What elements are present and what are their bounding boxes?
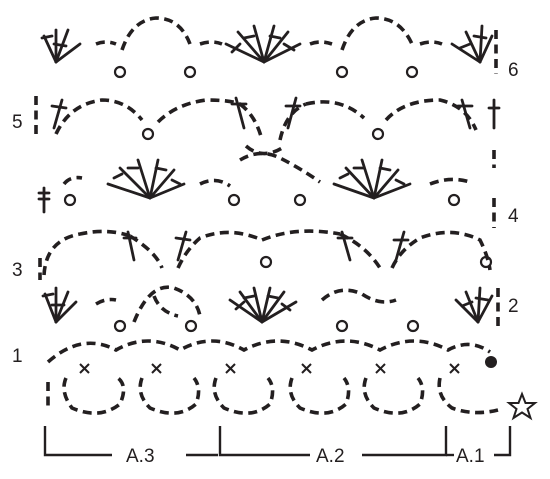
fan (228, 286, 298, 324)
slip-stitch (479, 255, 493, 269)
row-3 (38, 229, 493, 280)
slip-stitch (406, 319, 420, 333)
slip-stitch (141, 127, 155, 141)
repeat-label-a3: A.3 (126, 446, 155, 467)
repeat-label-a2: A.2 (316, 446, 345, 467)
treble-crochet (487, 98, 501, 130)
slip-stitch (259, 255, 273, 269)
slip-stitch (371, 127, 385, 141)
row-4 (37, 150, 496, 228)
repeat-bracket-a3: A.3 (43, 426, 218, 467)
fan (41, 286, 78, 324)
sc-cross (301, 363, 312, 374)
start-dot (485, 356, 497, 368)
repeat-bracket-a2: A.2 (218, 426, 448, 467)
sc-cross (225, 363, 236, 374)
row-label-1: 1 (12, 346, 23, 367)
fan (454, 286, 494, 324)
repeat-label-a1: A.1 (456, 446, 485, 467)
slip-stitch (293, 193, 307, 207)
sc-cross (151, 363, 162, 374)
row-6 (40, 16, 498, 79)
row-label-5: 5 (12, 112, 23, 133)
row-label-2: 2 (508, 296, 519, 317)
slip-stitch (113, 319, 127, 333)
fan (332, 158, 412, 200)
slip-stitch (183, 65, 197, 79)
slip-stitch (184, 319, 198, 333)
row-label-6: 6 (508, 60, 519, 81)
slip-stitch (63, 193, 77, 207)
row-label-3: 3 (12, 260, 23, 281)
row-2 (41, 285, 500, 333)
row-5 (34, 96, 501, 156)
row-label-4: 4 (508, 206, 519, 227)
sc-cross (79, 363, 90, 374)
treble-crochet (37, 186, 51, 214)
slip-stitch (335, 319, 349, 333)
slip-stitch (405, 65, 419, 79)
repeat-bracket-a1: A.1 (446, 426, 512, 467)
row-1 (46, 339, 538, 421)
slip-stitch (335, 65, 349, 79)
sc-cross (449, 363, 460, 374)
slip-stitch (447, 193, 461, 207)
sc-cross (375, 363, 386, 374)
slip-stitch (227, 193, 241, 207)
slip-stitch (113, 65, 127, 79)
star-marker (506, 391, 538, 421)
fan (224, 24, 302, 64)
fan (40, 28, 82, 64)
fan (450, 24, 494, 64)
fan (106, 158, 186, 200)
